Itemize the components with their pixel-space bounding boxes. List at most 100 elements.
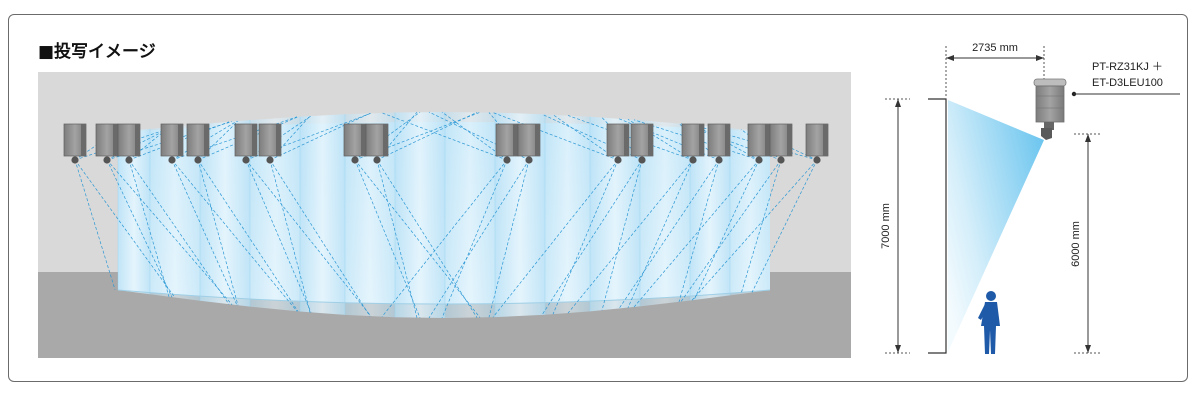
beam-line <box>381 112 508 161</box>
projector <box>365 123 389 164</box>
lens-icon <box>242 156 250 164</box>
lens-icon <box>1041 128 1052 140</box>
beam-line <box>128 159 230 305</box>
lens-icon <box>266 156 274 164</box>
projector-side <box>648 124 653 156</box>
screen-panel <box>445 112 495 318</box>
side-projector <box>1033 78 1067 140</box>
beam-line <box>354 159 421 318</box>
projector <box>681 123 705 164</box>
screen-panel <box>300 114 345 315</box>
projector <box>517 123 541 164</box>
lens-icon <box>755 156 763 164</box>
distance-2735-label: 2735 mm <box>972 42 1018 54</box>
beam-line <box>751 159 818 293</box>
screen-panel <box>250 116 300 312</box>
beam-line <box>106 159 233 305</box>
beam-line <box>245 115 312 161</box>
projector-side <box>178 124 183 156</box>
beam-line <box>567 159 694 314</box>
beam-line <box>541 113 643 161</box>
beam-line <box>128 121 230 161</box>
beam-line <box>269 159 371 317</box>
panel-frame <box>8 14 1188 382</box>
screen-panel <box>200 120 250 307</box>
beam-line <box>245 159 312 313</box>
beam-line <box>740 159 782 294</box>
beam-line <box>633 159 760 308</box>
screen-panel <box>545 114 590 315</box>
lens-icon <box>638 156 646 164</box>
projector-side <box>276 124 281 156</box>
projector-side <box>535 124 540 156</box>
beam-line <box>106 159 173 298</box>
lens-icon <box>813 156 821 164</box>
beam-line <box>171 159 298 312</box>
beam-line <box>627 159 694 308</box>
projector <box>258 123 282 164</box>
lens-icon <box>71 156 79 164</box>
beam-line <box>128 159 170 297</box>
projector-side <box>823 124 828 156</box>
lens-icon <box>351 156 359 164</box>
beam-line <box>441 111 508 161</box>
lens-icon <box>168 156 176 164</box>
projector <box>186 123 210 164</box>
projector-side <box>787 124 792 156</box>
beam-line <box>552 159 619 315</box>
beam-line <box>492 112 619 161</box>
beam-line <box>691 124 818 161</box>
screen-panel <box>395 112 445 318</box>
projector-side <box>81 124 86 156</box>
lens-icon <box>525 156 533 164</box>
height-6000-label: 6000 mm <box>1070 221 1082 267</box>
projector-side <box>699 124 704 156</box>
projector-side <box>765 124 770 156</box>
section-title: ■投写イメージ <box>38 42 156 62</box>
beam-line <box>74 159 116 290</box>
screen-panels <box>117 112 770 318</box>
screen-panel <box>495 112 545 318</box>
lens-icon <box>715 156 723 164</box>
beam-line <box>354 159 481 318</box>
person-icon <box>978 291 1000 354</box>
beam-line <box>376 111 478 161</box>
lens-icon <box>103 156 111 164</box>
screen-panel <box>690 124 730 301</box>
beam-line <box>678 159 720 302</box>
beam-line <box>269 159 311 313</box>
beam-line <box>680 159 782 302</box>
side-beam-cone <box>948 100 1044 352</box>
screen-panel <box>118 128 150 295</box>
beam-line <box>197 120 239 161</box>
projector <box>747 123 771 164</box>
projector-side <box>252 124 257 156</box>
beam-line <box>567 115 694 161</box>
beam-line <box>492 159 619 318</box>
screen-panel <box>730 128 770 296</box>
projector <box>63 123 87 164</box>
projector-array <box>63 123 829 164</box>
projector <box>117 123 141 164</box>
lens-icon <box>689 156 697 164</box>
lens-icon <box>125 156 133 164</box>
side-view-diagram: 7000 mm 2735 mm 6000 mm PT-RZ31KJ ＋ ET-D… <box>880 42 1180 354</box>
screen-panel <box>345 112 395 318</box>
projector-side <box>204 124 209 156</box>
beam-line <box>269 112 371 161</box>
lens-icon <box>194 156 202 164</box>
beam-line <box>601 159 643 311</box>
projector-side <box>725 124 730 156</box>
projector-side <box>113 124 118 156</box>
projector <box>769 123 793 164</box>
beam-line <box>488 159 530 318</box>
projector-side <box>383 124 388 156</box>
projector <box>630 123 654 164</box>
model-label-line2: ET-D3LEU100 <box>1092 77 1163 89</box>
screen-panel <box>150 124 200 301</box>
beam-line <box>691 159 818 301</box>
lens-icon <box>777 156 785 164</box>
lens-icon <box>503 156 511 164</box>
beam-line <box>74 159 176 298</box>
